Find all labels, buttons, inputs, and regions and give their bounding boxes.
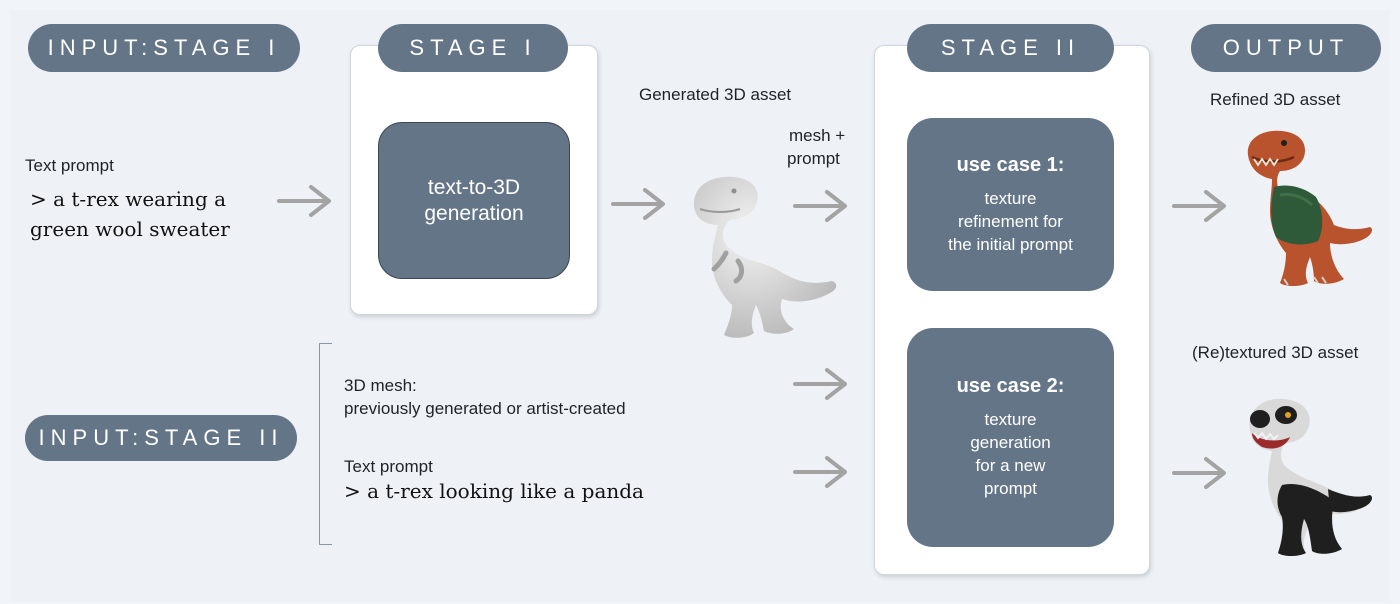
input2-mesh-desc: previously generated or artist-created (344, 399, 626, 418)
arrow-right-icon (793, 368, 847, 400)
input1-text-prompt-label: Text prompt (25, 156, 114, 175)
stage1-box-line2: generation (424, 201, 524, 225)
mesh-prompt-label-line1: mesh + (789, 126, 846, 145)
input2-mesh-label: 3D mesh: (344, 376, 417, 395)
pill-stage-2: STAGE II (907, 24, 1114, 72)
input2-text-prompt-label: Text prompt (344, 457, 433, 476)
input2-bracket (319, 343, 332, 545)
use-case-2-title: use case 2: (956, 375, 1065, 397)
use-case-1-line3: the initial prompt (948, 234, 1073, 254)
arrow-right-icon (1172, 457, 1226, 489)
pill-input-stage-1: INPUT:STAGE I (28, 24, 300, 72)
refined-3d-asset-label: Refined 3D asset (1210, 90, 1341, 109)
diagram-canvas (10, 10, 1390, 602)
use-case-2-line3: for a new (975, 456, 1046, 475)
stage1-box-line1: text-to-3D (427, 175, 521, 199)
trex-panda-icon (1249, 398, 1372, 556)
mesh-prompt-label-line2: prompt (787, 149, 840, 168)
input2-prompt: > a t-rex looking like a panda (344, 479, 644, 503)
use-case-2-line4: prompt (984, 479, 1037, 498)
use-case-1-line1: texture (984, 188, 1037, 208)
arrow-right-icon (1172, 190, 1226, 222)
input1-prompt-line1: > a t-rex wearing a (30, 187, 227, 211)
stage1-generation-box: text-to-3D generation (378, 122, 570, 279)
trex-white-icon (693, 176, 837, 338)
use-case-1-title: use case 1: (956, 153, 1065, 176)
use-case-2-line2: generation (970, 433, 1051, 452)
use-case-2-box: use case 2: texture generation for a new… (907, 328, 1114, 547)
trex-sweater-icon (1247, 130, 1372, 286)
retextured-3d-asset-label: (Re)textured 3D asset (1192, 343, 1359, 362)
arrow-right-icon (793, 190, 847, 222)
use-case-1-box: use case 1: texture refinement for the i… (907, 118, 1114, 291)
pill-output: OUTPUT (1191, 24, 1381, 72)
arrow-right-icon (277, 185, 331, 217)
use-case-1-line2: refinement for (958, 211, 1063, 231)
input1-prompt-line2: green wool sweater (30, 217, 230, 241)
arrow-right-icon (793, 456, 847, 488)
use-case-2-line1: texture (984, 410, 1037, 429)
pill-input-stage-2: INPUT:STAGE II (25, 415, 297, 461)
pill-stage-1: STAGE I (378, 24, 568, 72)
arrow-right-icon (611, 188, 665, 220)
generated-3d-asset-label: Generated 3D asset (639, 85, 792, 104)
